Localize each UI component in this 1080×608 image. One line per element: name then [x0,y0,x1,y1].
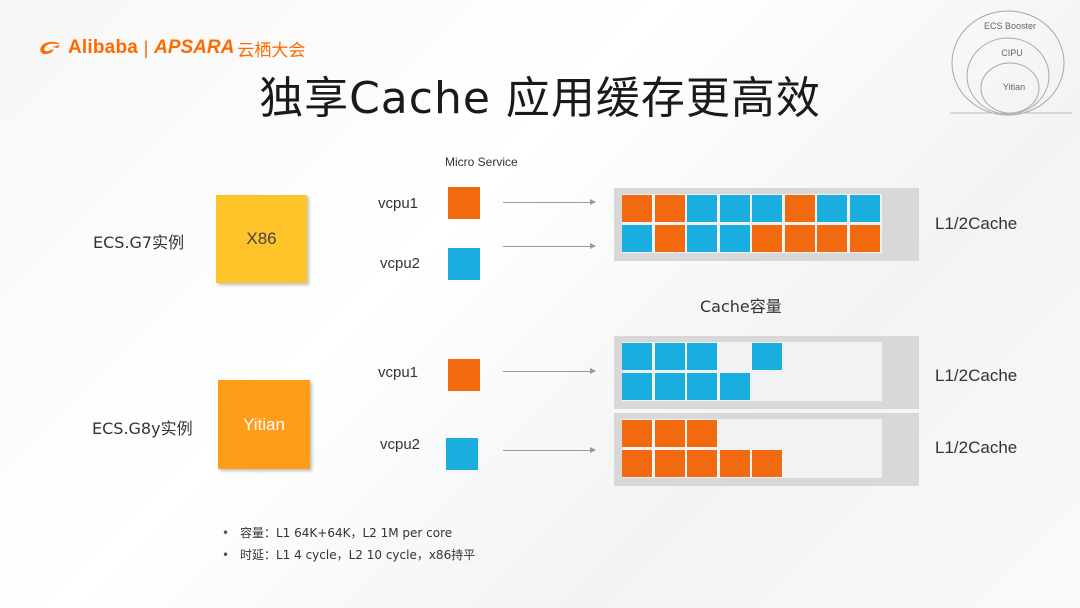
layer-cipu: CIPU [1001,48,1023,58]
bullet-latency: • 时延：L1 4 cycle，L2 10 cycle，x86持平 [222,544,475,566]
alibaba-logo-icon [38,39,64,57]
cache-cell-blue [849,195,881,222]
g8y-vcpu1-square [448,359,480,391]
g7-vcpu1-label: vcpu1 [378,195,419,212]
bullet-latency-text: 时延：L1 4 cycle，L2 10 cycle，x86持平 [240,548,476,562]
cache-cell-blue [719,373,751,400]
cache-cell-blue [687,225,718,252]
cache-cell-orange [654,420,686,447]
cache-cell-orange [654,225,686,252]
cache-cell-blue [752,195,783,222]
bullet-dot-icon: • [222,548,230,562]
cache-cell-orange [622,450,653,477]
cache-cell-orange [752,450,783,477]
g8y-cache1-panel [614,336,919,409]
spec-bullet-list: • 容量：L1 64K+64K，L2 1M per core • 时延：L1 4 c… [222,522,475,566]
cache-cell-orange [752,225,783,252]
cache-cell-orange [622,195,653,222]
g8y-vcpu1-label: vcpu1 [378,364,419,381]
layer-yitian: Yitian [1002,82,1026,92]
cache-cell-blue [622,343,653,370]
layer-circles-diagram: ECS Booster CIPU Yitian [950,6,1074,118]
cache-cell-orange [622,420,653,447]
cache-cell-orange [817,225,848,252]
g7-vcpu2-square [448,248,480,280]
cache-cell-blue [654,373,686,400]
cache-cell-orange [784,225,816,252]
g8y-cache1-label: L1/2Cache [935,366,1018,385]
g7-vcpu1-arrow [503,199,596,205]
yitian-chip: Yitian [218,380,310,469]
micro-service-label: Micro Service [445,155,518,169]
g7-vcpu1-square [448,187,480,219]
x86-chip: X86 [216,195,307,283]
bullet-capacity: • 容量：L1 64K+64K，L2 1M per core [222,522,475,544]
g7-vcpu2-label: vcpu2 [380,255,421,272]
g7-cache-label: L1/2Cache [935,214,1018,233]
g8y-vcpu2-square [446,438,478,470]
bullet-dot-icon: • [222,526,230,540]
g7-instance-label: ECS.G7实例 [93,233,185,252]
alibaba-apsara-logo: Alibaba | APSARA 云栖大会 [38,36,306,61]
g8y-vcpu2-label: vcpu2 [380,436,421,453]
g8y-cache2-panel [614,413,919,486]
g8y-cache2-track [622,419,882,478]
cache-cell-orange [784,195,816,222]
cache-cell-blue [687,373,718,400]
g7-vcpu2-arrow [503,243,596,249]
bullet-capacity-text: 容量：L1 64K+64K，L2 1M per core [240,526,453,540]
g8y-instance-label: ECS.G8y实例 [92,419,193,438]
slide-title: 独享Cache 应用缓存更高效 [259,73,821,124]
logo-separator: | [143,37,150,59]
cache-cell-blue [687,343,718,370]
g8y-cache1-track [622,342,882,401]
alibaba-wordmark: Alibaba [68,37,139,58]
cache-cell-blue [622,225,653,252]
yunqi-conference-wordmark: 云栖大会 [237,40,306,61]
cache-capacity-label: Cache容量 [700,297,782,316]
cache-cell-orange [654,450,686,477]
cache-cell-orange [654,195,686,222]
cache-cell-blue [622,373,653,400]
cache-cell-orange [719,450,751,477]
cache-cell-blue [687,195,718,222]
cache-cell-blue [752,343,783,370]
apsara-wordmark: APSARA [154,37,235,58]
cache-cell-orange [687,450,718,477]
g8y-vcpu2-arrow [503,447,596,453]
cache-cell-blue [654,343,686,370]
g7-cache-panel [614,188,919,261]
cache-cell-orange [687,420,718,447]
cache-cell-blue [719,195,751,222]
g8y-vcpu1-arrow [503,368,596,374]
g8y-cache2-label: L1/2Cache [935,438,1018,457]
x86-chip-label: X86 [246,229,277,248]
layer-ecs-booster: ECS Booster [983,21,1037,31]
g7-cache-track [622,194,882,253]
cache-cell-blue [719,225,751,252]
cache-cell-orange [849,225,881,252]
cache-cell-blue [817,195,848,222]
yitian-chip-label: Yitian [243,414,285,434]
